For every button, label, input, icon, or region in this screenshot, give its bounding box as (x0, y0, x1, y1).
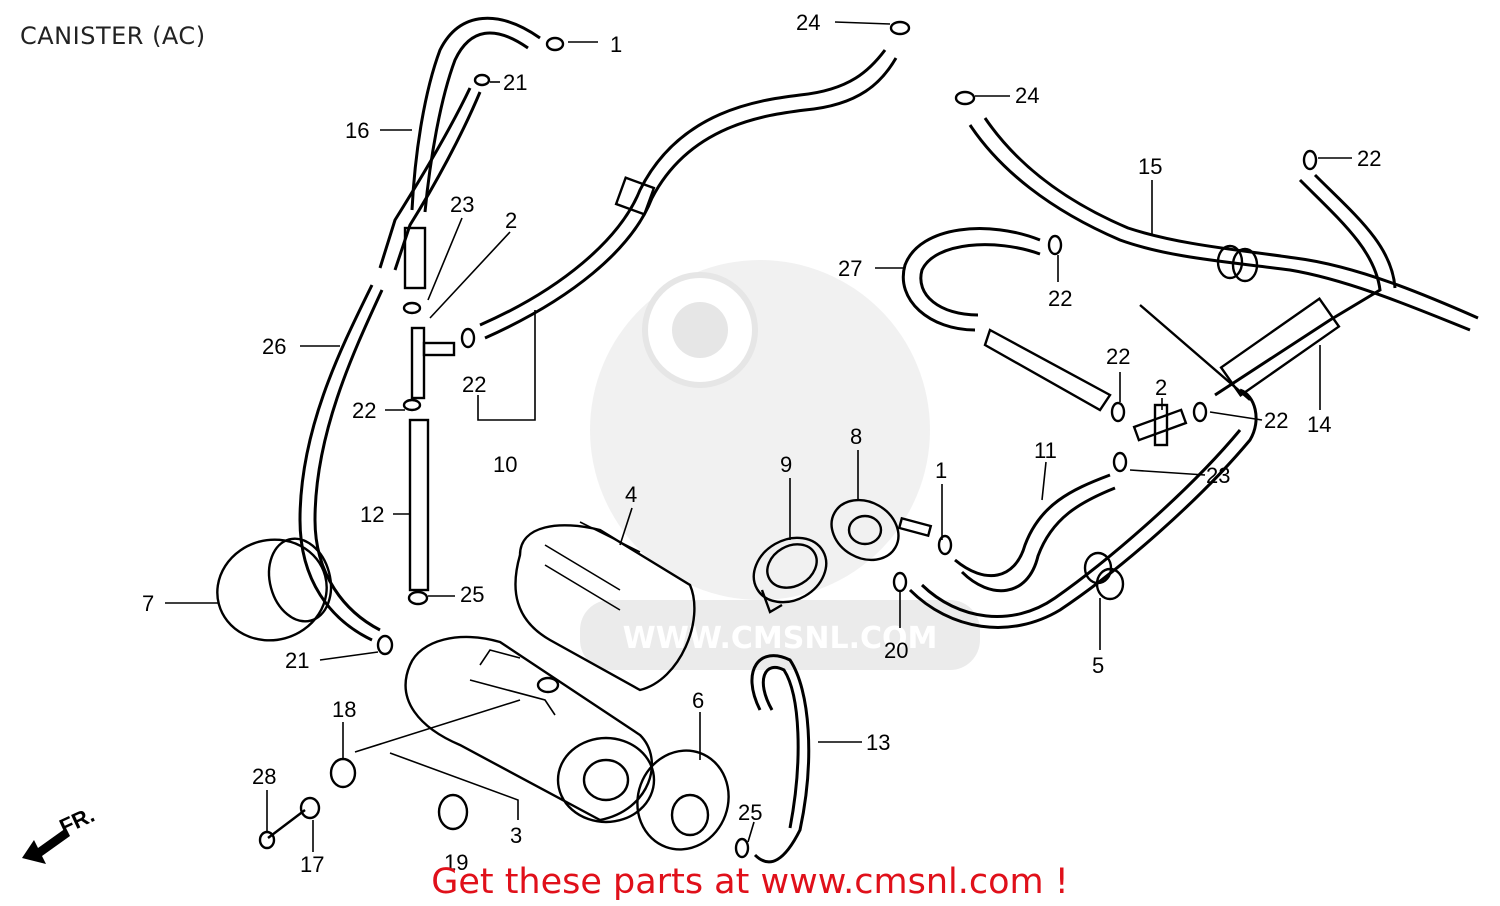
callout-28: 28 (252, 764, 276, 789)
hose-26 (298, 284, 374, 642)
callout-19: 19 (444, 850, 468, 875)
ring-9 (752, 536, 828, 614)
callout-15: 15 (1138, 154, 1162, 179)
callout-12: 12 (360, 502, 384, 527)
watermark: WWW.CMSNL.COM (580, 260, 980, 670)
callout-4: 4 (625, 482, 637, 507)
hose-15 (968, 124, 1471, 332)
callout-23: 23 (1206, 463, 1230, 488)
callout-16: 16 (345, 118, 369, 143)
callout-13: 13 (866, 730, 890, 755)
callout-22: 22 (1048, 286, 1072, 311)
callout-25: 25 (460, 582, 484, 607)
callout-24: 24 (796, 10, 820, 35)
cover-4 (514, 521, 696, 692)
callout-2: 2 (1155, 375, 1167, 400)
callout-11: 11 (1034, 438, 1057, 463)
callout-20: 20 (884, 638, 908, 663)
callout-17: 17 (300, 852, 324, 877)
callout-1: 1 (610, 32, 622, 57)
watermark-text: WWW.CMSNL.COM (623, 621, 938, 656)
callout-1: 1 (935, 458, 947, 483)
tube-12 (408, 418, 430, 592)
callout-3: 3 (510, 823, 522, 848)
callout-6: 6 (692, 688, 704, 713)
callout-22: 22 (1264, 408, 1288, 433)
callout-26: 26 (262, 334, 286, 359)
callout-22: 22 (462, 372, 486, 397)
hose-10 (479, 49, 887, 327)
leader-lines (165, 21, 1352, 852)
plug-19 (437, 793, 469, 831)
callout-25: 25 (738, 800, 762, 825)
clip-5 (1083, 551, 1125, 601)
clamps (376, 20, 1318, 859)
callouts: 1 21 16 23 2 26 22 22 10 12 25 7 21 18 2… (142, 10, 1381, 877)
tube-23 (403, 226, 427, 290)
valve-8 (830, 498, 933, 562)
callout-9: 9 (780, 452, 792, 477)
callout-18: 18 (332, 697, 356, 722)
callout-22: 22 (1106, 344, 1130, 369)
callout-14: 14 (1307, 412, 1331, 437)
hose-27 (901, 227, 1041, 332)
hose-13 (750, 654, 811, 864)
callout-23: 23 (450, 192, 474, 217)
cap-6 (636, 749, 730, 851)
cap-7 (216, 537, 333, 642)
hose-11 (954, 473, 1111, 577)
callout-24: 24 (1015, 83, 1039, 108)
callout-2: 2 (505, 208, 517, 233)
diagram-title: CANISTER (AC) (20, 22, 206, 50)
hose-14 (1214, 178, 1382, 397)
canister-3 (404, 635, 656, 824)
callout-22: 22 (1357, 146, 1381, 171)
footer-link[interactable]: Get these parts at www.cmsnl.com ! (431, 862, 1069, 902)
t-joint-2-left (410, 326, 476, 400)
direction-marker: FR. (22, 802, 98, 864)
callout-21: 21 (503, 70, 527, 95)
hose-16 (410, 16, 541, 211)
callout-8: 8 (850, 424, 862, 449)
callout-5: 5 (1092, 653, 1104, 678)
callout-10: 10 (493, 452, 517, 477)
callout-21: 21 (285, 648, 309, 673)
callout-22: 22 (352, 398, 376, 423)
t-joint-2-right (1132, 403, 1188, 447)
hose-21-upper (378, 87, 472, 269)
callout-7: 7 (142, 591, 154, 616)
callout-27: 27 (838, 256, 862, 281)
